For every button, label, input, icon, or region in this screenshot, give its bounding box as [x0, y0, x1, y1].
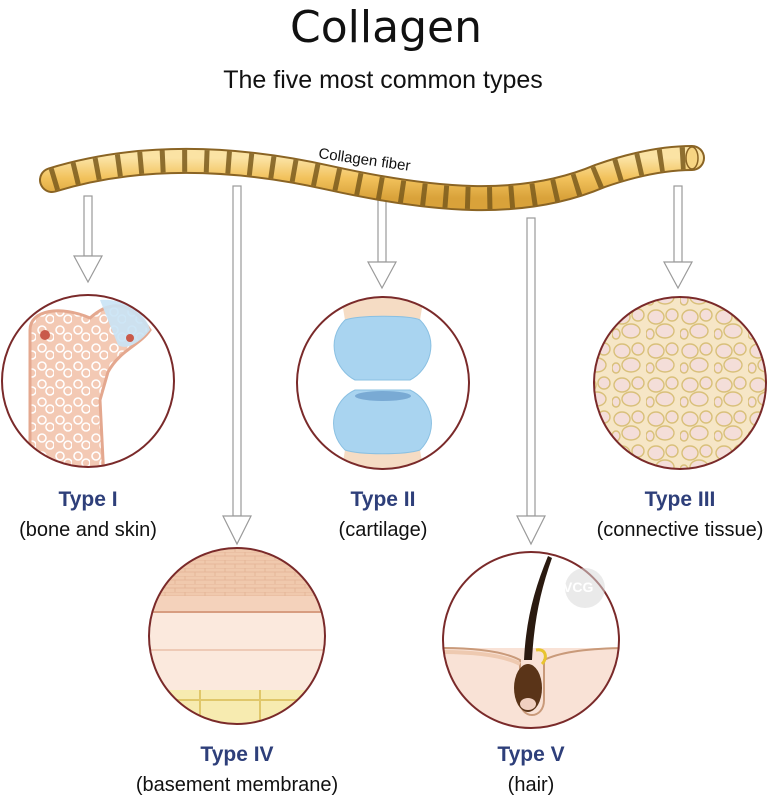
type-3-illustration — [593, 296, 767, 470]
arrow-type-5 — [516, 217, 546, 546]
type-5-name: Type V — [497, 743, 564, 766]
arrow-type-1 — [72, 195, 104, 284]
arrow-type-2 — [366, 193, 398, 290]
collagen-fiber — [39, 145, 705, 212]
type-1-name: Type I — [58, 488, 117, 511]
arrow-type-3 — [662, 185, 694, 290]
page-subtitle: The five most common types — [223, 66, 543, 94]
type-4-illustration — [148, 547, 326, 725]
type-3-desc: (connective tissue) — [597, 519, 764, 541]
type-4-name: Type IV — [200, 743, 273, 766]
arrows — [72, 185, 694, 546]
type-2-name: Type II — [351, 488, 416, 511]
arrow-type-4 — [222, 185, 252, 546]
watermark-logo: VCG — [563, 579, 593, 595]
type-4-desc: (basement membrane) — [136, 774, 338, 796]
type-1-desc: (bone and skin) — [19, 519, 157, 541]
watermark-id: VCG211344850217 — [617, 586, 705, 597]
type-3-name: Type III — [645, 488, 716, 511]
type-2-illustration — [296, 296, 470, 470]
vcg-logo-icon: VCG — [563, 568, 605, 608]
type-5-illustration: VCG VCG211344850217 — [442, 551, 705, 729]
type-5-desc: (hair) — [508, 774, 555, 796]
type-1-illustration — [1, 294, 175, 468]
type-2-desc: (cartilage) — [339, 519, 428, 541]
page-title: Collagen — [290, 2, 482, 53]
